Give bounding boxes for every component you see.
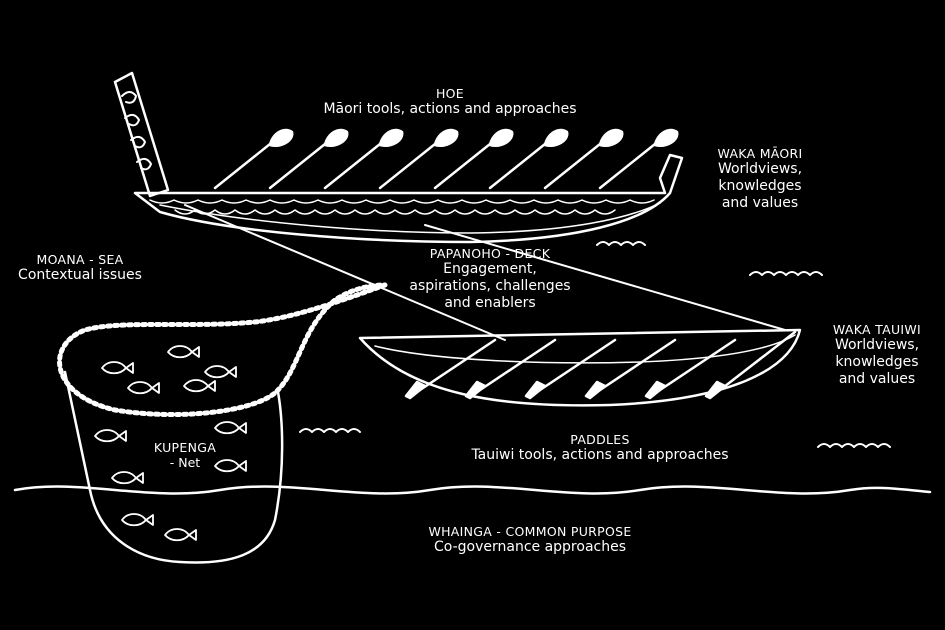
- waka-maori-body-line: knowledges: [718, 177, 802, 194]
- hoe-heading: HOE: [435, 86, 465, 101]
- sea-wave-line: [13, 485, 932, 495]
- fish-icon: [94, 345, 247, 542]
- papanoho-deck-lines: [184, 204, 786, 341]
- moana-label: MOANA - SEA Contextual issues: [5, 252, 155, 284]
- waka-maori-body-line: Worldviews,: [717, 161, 803, 177]
- tauiwi-paddle-icon: [404, 330, 797, 400]
- paddles-heading: PADDLES: [570, 432, 630, 447]
- waka-maori-heading: WAKA MĀORI: [717, 146, 803, 161]
- waka-maori-label: WAKA MĀORI Worldviews, knowledges and va…: [690, 146, 830, 211]
- moana-body: Contextual issues: [18, 267, 142, 283]
- papanoho-body-line: aspirations, challenges: [409, 277, 571, 294]
- waka-tauiwi-body-line: Worldviews,: [834, 337, 920, 353]
- hoe-body: Māori tools, actions and approaches: [323, 101, 577, 117]
- waka-tauiwi-canoe-icon: [358, 328, 802, 407]
- wave-icon: [299, 241, 891, 448]
- papanoho-body-line: and enablers: [444, 294, 536, 311]
- papanoho-heading: PAPANOHO - DECK: [429, 246, 551, 261]
- paddles-label: PADDLES Tauiwi tools, actions and approa…: [440, 432, 760, 464]
- waka-tauiwi-label: WAKA TAUIWI Worldviews, knowledges and v…: [812, 322, 942, 387]
- waka-tauiwi-heading: WAKA TAUIWI: [832, 322, 922, 337]
- whainga-heading: WHAINGA - COMMON PURPOSE: [428, 524, 632, 539]
- waka-maori-body-line: and values: [721, 194, 799, 211]
- kupenga-label: KUPENGA - Net: [135, 440, 235, 470]
- waka-maori-canoe-icon: [113, 71, 684, 244]
- kupenga-net-icon: [57, 282, 388, 564]
- papanoho-label: PAPANOHO - DECK Engagement, aspirations,…: [395, 246, 585, 311]
- moana-heading: MOANA - SEA: [36, 252, 124, 267]
- kupenga-heading: KUPENGA: [153, 440, 217, 455]
- kupenga-body: - Net: [169, 455, 201, 470]
- hoe-label: HOE Māori tools, actions and approaches: [300, 86, 600, 118]
- whainga-label: WHAINGA - COMMON PURPOSE Co-governance a…: [400, 524, 660, 556]
- whainga-body: Co-governance approaches: [433, 539, 627, 555]
- paddles-body: Tauiwi tools, actions and approaches: [471, 447, 729, 463]
- hoe-paddle-icon: [213, 128, 679, 190]
- waka-tauiwi-body-line: knowledges: [835, 353, 919, 370]
- waka-tauiwi-body-line: and values: [838, 370, 916, 387]
- papanoho-body-line: Engagement,: [443, 261, 537, 277]
